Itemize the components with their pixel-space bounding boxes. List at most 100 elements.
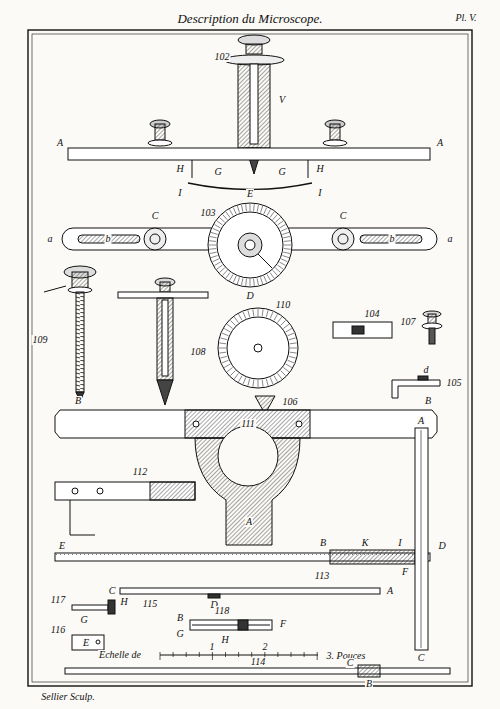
graduation [290,352,297,354]
graduation [237,206,239,213]
part-label: d [423,365,430,375]
frame [28,30,472,686]
graduation [210,252,217,253]
graduation [245,204,247,211]
graduation [289,338,296,340]
part-label: I [177,188,182,198]
graduation [270,273,274,279]
graduation [270,212,274,218]
scale-tick [291,652,292,657]
graduation [219,348,226,349]
graduation [223,215,228,220]
figure-116 [72,635,104,650]
part-label: E [82,638,90,648]
graduation [222,360,228,363]
graduation [224,364,230,368]
graduation [243,378,246,384]
graduation [266,310,268,317]
graduation [220,218,225,223]
graduation [230,209,234,215]
graduation [278,265,284,269]
graduation [283,252,290,253]
figure-number: 104 [364,309,381,319]
part-label: A [56,138,64,148]
part-label: C [417,653,426,663]
graduation [209,245,216,246]
figure-number: 102 [214,52,231,62]
graduation [257,205,258,212]
part-label: A [436,138,444,148]
figure-118 [190,620,272,630]
figure-number: 107 [400,317,417,327]
scale-tick [225,652,226,657]
graduation [220,338,227,340]
graduation [283,324,289,328]
graduation [220,268,225,273]
part-label: B [365,679,373,689]
graduation [227,324,233,328]
graduation [270,312,273,318]
graduation [274,376,278,382]
part-label: a [447,234,454,244]
graduation [275,218,280,223]
part-label: Pl. V. [454,13,477,23]
graduation [209,240,216,242]
graduation [281,320,286,325]
graduation [227,367,233,371]
figure-number: 112 [132,467,148,477]
part-label: G [79,615,88,625]
graduation [237,277,239,284]
graduation [290,348,297,349]
figure-number: 113 [314,571,330,581]
graduation [243,312,246,318]
part-label: G [213,167,222,177]
graduation [233,208,236,214]
part-label: H [175,164,184,174]
graduation [230,371,235,376]
figure-number: 116 [50,625,66,635]
scale-tick [304,652,305,657]
graduation [250,279,251,286]
graduation [289,356,296,358]
graduation [286,329,292,333]
figure-number: 111 [240,419,256,429]
part-label: V [278,95,286,105]
graduation [278,221,284,225]
part-label: A [386,586,394,596]
graduation [284,248,291,250]
graduation [230,320,235,325]
scale-tick [277,652,278,657]
part-label: F [401,567,409,577]
graduation [224,329,230,333]
figure-103 [62,203,437,287]
part-label: H [119,597,128,607]
part-label: H [315,164,324,174]
part-label: C [339,211,348,221]
part-label: I [317,188,322,198]
graduation [258,380,259,387]
part-label: C [108,586,117,596]
graduation [282,232,289,234]
part-label: Echelle de [98,650,142,660]
scale-tick [317,652,318,660]
figure-number: 106 [282,397,299,407]
figure-112 [55,482,195,535]
graduation [245,279,247,286]
figure-104 [333,322,392,338]
scale-tick [212,652,213,660]
figure-number: 118 [214,606,230,616]
graduation [248,379,250,386]
graduation [281,228,287,231]
part-label: B [424,396,432,406]
graduation [226,273,230,279]
graduation [281,371,286,376]
figure-105 [392,376,440,398]
graduation [261,277,263,284]
graduation [220,356,227,358]
scale-tick [238,652,239,657]
part-label: C [346,658,355,668]
part-label: G [277,167,286,177]
figure-109 [44,266,96,402]
graduation [239,376,243,382]
